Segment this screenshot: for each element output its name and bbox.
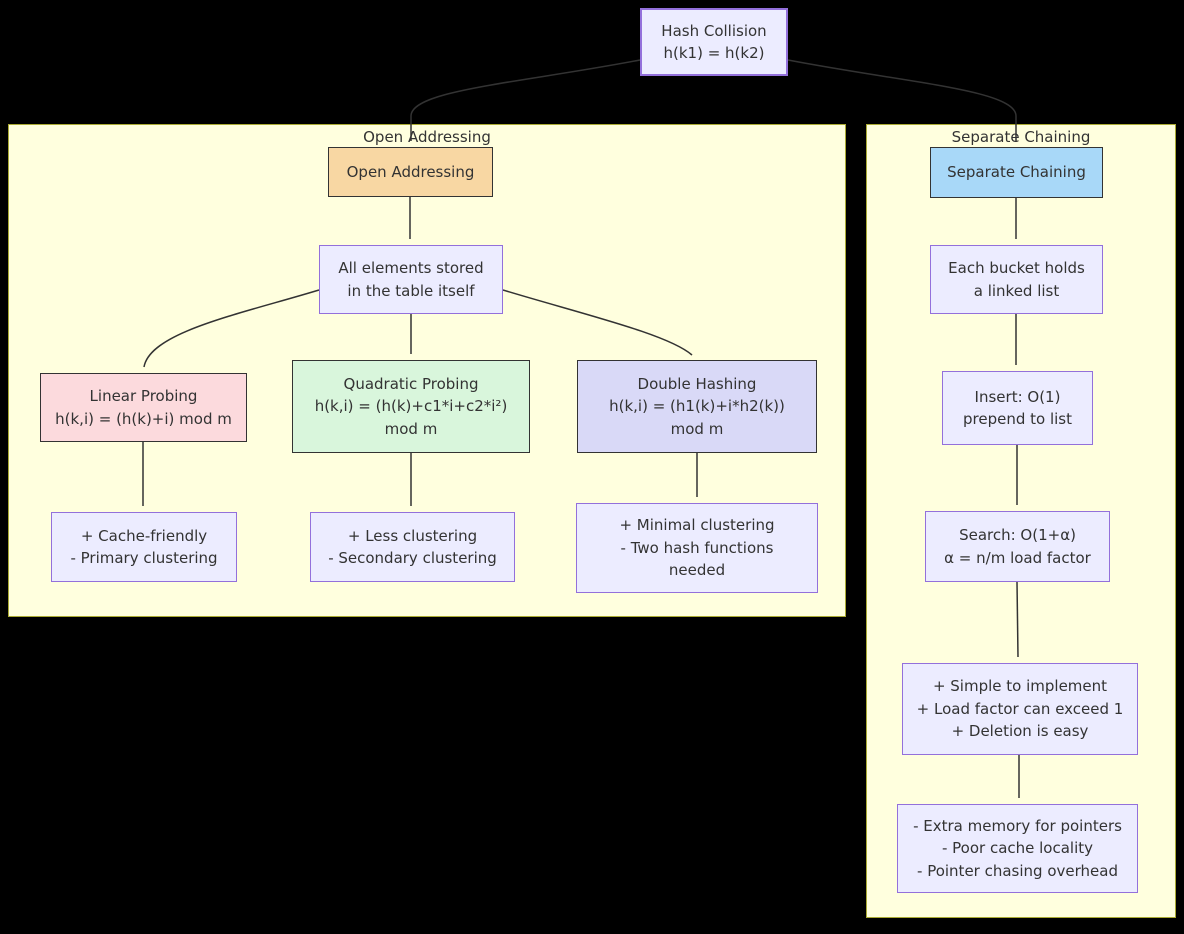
node-line: Open Addressing xyxy=(346,162,475,181)
node-line: - Primary clustering xyxy=(70,549,218,567)
node-double-hashing: Double Hashing h(k,i) = (h1(k)+i*h2(k)) … xyxy=(577,360,817,453)
cluster-title-open-addressing: Open Addressing xyxy=(363,128,491,146)
node-linear-probing: Linear Probing h(k,i) = (h(k)+i) mod m xyxy=(40,373,247,442)
node-line: h(k,i) = (h(k)+c1*i+c2*i²) xyxy=(314,397,508,416)
node-line: Insert: O(1) xyxy=(974,387,1061,406)
node-line: - Secondary clustering xyxy=(328,549,497,567)
node-each-bucket: Each bucket holds a linked list xyxy=(930,245,1103,314)
node-line: + Cache-friendly xyxy=(80,526,208,545)
node-chaining-pros: + Simple to implement + Load factor can … xyxy=(902,663,1138,755)
node-insert: Insert: O(1) prepend to list xyxy=(942,371,1093,445)
node-line: All elements stored xyxy=(338,259,484,277)
node-line: + Simple to implement xyxy=(932,677,1108,696)
node-linear-tradeoffs: + Cache-friendly - Primary clustering xyxy=(51,512,237,582)
node-hash-collision: Hash Collision h(k1) = h(k2) xyxy=(640,8,788,76)
node-separate-chaining: Separate Chaining xyxy=(930,147,1103,198)
node-all-elements: All elements stored in the table itself xyxy=(319,245,503,314)
node-quadratic-probing: Quadratic Probing h(k,i) = (h(k)+c1*i+c2… xyxy=(292,360,530,453)
node-line: h(k,i) = (h1(k)+i*h2(k)) xyxy=(609,397,785,416)
node-search: Search: O(1+α) α = n/m load factor xyxy=(925,511,1110,582)
node-line: Quadratic Probing xyxy=(343,374,479,393)
node-line: + Deletion is easy xyxy=(951,722,1089,741)
node-line: - Extra memory for pointers xyxy=(913,816,1122,835)
node-line: a linked list xyxy=(973,281,1060,300)
node-line: Search: O(1+α) xyxy=(959,526,1076,544)
node-line: Linear Probing xyxy=(89,387,198,405)
node-line: mod m xyxy=(670,419,724,438)
node-line: + Less clustering xyxy=(347,526,478,545)
node-line: needed xyxy=(668,561,726,580)
node-line: - Pointer chasing overhead xyxy=(917,861,1118,880)
node-line: + Load factor can exceed 1 xyxy=(916,699,1124,718)
node-line: Hash Collision xyxy=(661,21,767,40)
node-line: mod m xyxy=(384,419,438,438)
node-line: - Poor cache locality xyxy=(941,839,1094,858)
node-line: h(k,i) = (h(k)+i) mod m xyxy=(55,409,232,428)
node-line: Double Hashing xyxy=(637,374,757,393)
node-chaining-cons: - Extra memory for pointers - Poor cache… xyxy=(897,804,1138,893)
node-line: α = n/m load factor xyxy=(944,548,1091,567)
node-double-tradeoffs: + Minimal clustering - Two hash function… xyxy=(576,503,818,593)
node-line: Each bucket holds xyxy=(948,259,1085,277)
node-line: in the table itself xyxy=(347,281,475,300)
cluster-title-separate-chaining: Separate Chaining xyxy=(951,128,1091,146)
node-line: prepend to list xyxy=(963,410,1072,428)
node-line: Separate Chaining xyxy=(947,163,1086,182)
node-line: + Minimal clustering xyxy=(619,516,775,535)
node-line: h(k1) = h(k2) xyxy=(663,44,765,62)
node-line: - Two hash functions xyxy=(620,538,774,557)
node-open-addressing: Open Addressing xyxy=(328,147,493,197)
node-quadratic-tradeoffs: + Less clustering - Secondary clustering xyxy=(310,512,515,582)
